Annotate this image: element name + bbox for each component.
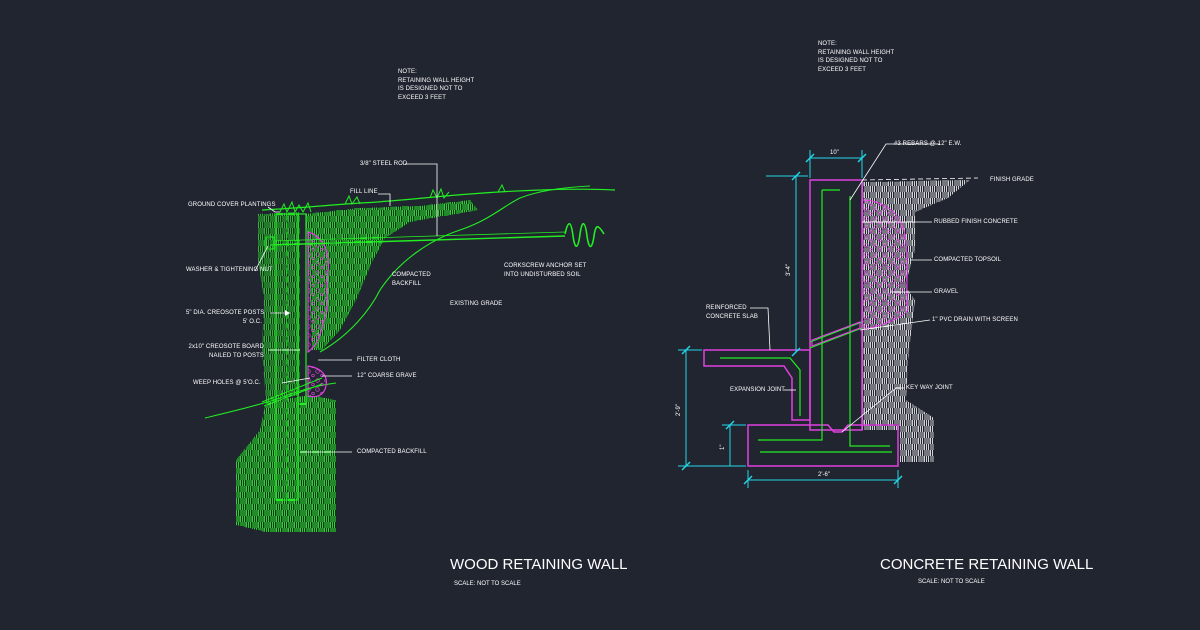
concrete-dim-top-width: 10" — [830, 150, 839, 156]
wood-label-line: 5" DIA. CREOSOTE POSTS — [186, 310, 265, 316]
wood-label-line: 2x10" CREOSOTE BOARD — [188, 344, 264, 350]
wood-label-line: CORKSCREW ANCHOR SET — [504, 263, 587, 269]
wood-ground-cover-plantings — [279, 183, 506, 214]
concrete-dimension-ticks — [681, 153, 903, 485]
wood-label-line: NAILED TO POSTS — [209, 352, 264, 359]
wood-wall-title: WOOD RETAINING WALL — [450, 556, 628, 573]
concrete-label-line: REINFORCED — [706, 305, 747, 311]
wood-label-filter-cloth: FILTER CLOTH — [357, 357, 401, 363]
concrete-label-rebars: #3 REBARS @ 12" E.W. — [894, 141, 962, 147]
wood-creosote-board — [297, 213, 307, 405]
concrete-wall-title: CONCRETE RETAINING WALL — [880, 556, 1094, 573]
concrete-wall-detail — [678, 143, 979, 488]
wood-label-line: 5' O.C. — [242, 318, 262, 325]
concrete-label-expansion-joint: EXPANSION JOINT — [730, 387, 786, 393]
concrete-label-finish-grade: FINISH GRADE — [990, 177, 1034, 183]
concrete-leader-lines — [750, 143, 940, 433]
concrete-wall-scale: SCALE: NOT TO SCALE — [918, 579, 985, 585]
wood-gravel-pocket-lower — [307, 365, 327, 398]
wood-label-coarse-gravel: 12" COARSE GRAVE — [357, 373, 417, 379]
concrete-wall-stem — [809, 179, 863, 431]
concrete-label-line: CONCRETE SLAB — [706, 313, 758, 320]
concrete-label-rubbed: RUBBED FINISH CONCRETE — [934, 219, 1018, 225]
wood-label-creosote-board: 2x10" CREOSOTE BOARD NAILED TO POSTS — [186, 343, 264, 360]
concrete-slab — [703, 349, 811, 421]
wood-corkscrew-anchor — [564, 222, 605, 248]
concrete-rebars — [720, 189, 892, 453]
wood-label-existing-grade: EXISTING GRADE — [450, 301, 503, 307]
concrete-note-line: EXCEED 3 FEET — [818, 66, 866, 73]
concrete-label-gravel: GRAVEL — [934, 289, 959, 295]
concrete-dim-wall-height: 3'-4" — [786, 264, 792, 276]
concrete-dim-overall-height: 2'-9" — [676, 404, 682, 416]
concrete-pvc-drain — [811, 321, 861, 347]
wood-wall-scale: SCALE: NOT TO SCALE — [454, 581, 521, 587]
wood-steel-rod-2 — [269, 231, 566, 242]
wood-label-fill-line: FILL LINE — [350, 189, 378, 195]
wood-washer-nut — [265, 236, 275, 250]
wood-upper-backfill-hatch — [305, 200, 478, 350]
wood-note-line: NOTE: — [398, 69, 417, 75]
concrete-label-pvc-drain: 1" PVC DRAIN WITH SCREEN — [932, 317, 1018, 323]
wood-note-line: IS DESIGNED NOT TO — [398, 86, 463, 92]
wood-label-compacted-backfill: COMPACTED BACKFILL — [392, 271, 431, 288]
wood-note: NOTE: RETAINING WALL HEIGHT IS DESIGNED … — [398, 68, 474, 102]
wood-note-line: RETAINING WALL HEIGHT — [398, 77, 475, 84]
wood-gravel-pocket-upper — [307, 231, 329, 354]
concrete-note-line: IS DESIGNED NOT TO — [818, 58, 883, 64]
wood-lower-backfill-hatch — [236, 395, 336, 532]
concrete-dim-footing-thickness: 1" — [720, 444, 726, 450]
concrete-label-topsoil: COMPACTED TOPSOIL — [934, 257, 1002, 263]
wood-label-steel-rod: 3/8" STEEL ROD — [360, 161, 408, 167]
wood-existing-grade-line — [319, 185, 591, 353]
concrete-label-keyway-joint: KEY WAY JOINT — [906, 385, 953, 391]
wood-wall-detail — [204, 163, 616, 532]
wood-post-arrow — [285, 310, 290, 316]
wood-steel-rod — [269, 235, 566, 246]
wood-label-weep-holes: WEEP HOLES @ 5'O.C. — [193, 380, 261, 386]
concrete-gravel-fill — [861, 199, 909, 331]
wood-label-compacted-backfill-lower: COMPACTED BACKFILL — [357, 449, 427, 455]
concrete-finish-grade — [861, 177, 979, 181]
wood-label-creosote-posts: 5" DIA. CREOSOTE POSTS 5' O.C. — [186, 309, 265, 326]
wood-weep-hole-pipe — [261, 377, 323, 403]
wood-label-washer: WASHER & TIGHTENING NUT — [186, 267, 273, 273]
concrete-note-line: RETAINING WALL HEIGHT — [818, 49, 895, 56]
concrete-label-reinforced-slab: REINFORCED CONCRETE SLAB — [706, 304, 758, 321]
wood-label-line: COMPACTED — [392, 272, 431, 278]
wood-ground-surface-line — [261, 188, 616, 211]
wood-weep-hole-pipe-2 — [263, 383, 323, 407]
wood-label-ground-cover: GROUND COVER PLANTINGS — [188, 202, 276, 208]
wood-label-corkscrew: CORKSCREW ANCHOR SET INTO UNDISTURBED SO… — [504, 262, 586, 279]
concrete-footing — [747, 424, 899, 467]
wood-note-line: EXCEED 3 FEET — [398, 94, 446, 101]
concrete-dimension-lines — [678, 150, 899, 488]
concrete-dim-footing-width: 2'-6" — [818, 472, 830, 478]
wood-label-line: BACKFILL — [392, 280, 422, 287]
wood-left-soil-hatch — [258, 212, 300, 402]
concrete-note-line: NOTE: — [818, 41, 837, 47]
wood-label-line: INTO UNDISTURBED SOIL — [504, 271, 581, 278]
concrete-note: NOTE: RETAINING WALL HEIGHT IS DESIGNED … — [818, 40, 894, 74]
